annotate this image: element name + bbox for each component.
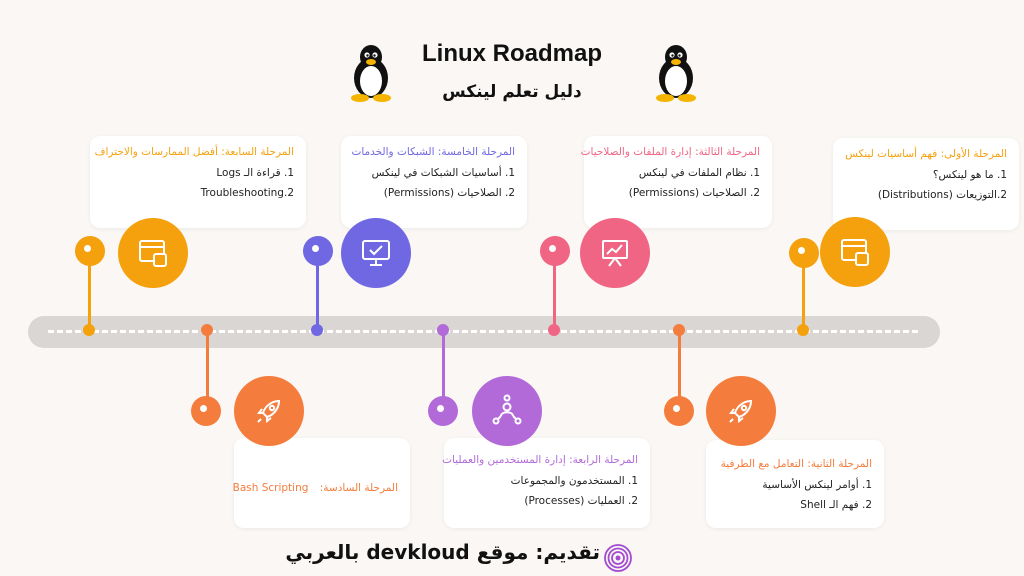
stage-6-title: المرحلة السادسة: bbox=[319, 482, 398, 494]
stage-1-track-dot bbox=[797, 324, 809, 336]
stage-7-track-dot bbox=[83, 324, 95, 336]
stage-6-title-row: المرحلة السادسة: Bash Scripting bbox=[233, 482, 398, 494]
stage-3-connector bbox=[553, 252, 556, 330]
network-people-icon bbox=[492, 394, 522, 425]
stage-5-icon-circle bbox=[341, 218, 411, 288]
stage-4-track-dot bbox=[437, 324, 449, 336]
stage-4-connector bbox=[442, 330, 445, 410]
stage-5-item-1: 1. أساسيات الشبكات في لينكس bbox=[371, 167, 515, 179]
stage-4-card: المرحلة الرابعة: إدارة المستخدمين والعمل… bbox=[442, 438, 650, 528]
stage-7-item-2: 2.Troubleshooting bbox=[200, 187, 294, 199]
stage-1-marker bbox=[789, 238, 819, 268]
stage-2-title: المرحلة الثانية: التعامل مع الطرفية bbox=[720, 458, 872, 470]
stage-1-item-2: 2.التوزيعات (Distributions) bbox=[877, 189, 1007, 201]
stage-3-item-2: 2. الصلاحيات (Permissions) bbox=[628, 187, 760, 199]
stage-4-marker bbox=[428, 396, 458, 426]
stage-2-item-1: 1. أوامر لينكس الأساسية bbox=[762, 479, 872, 491]
stage-5-card: المرحلة الخامسة: الشبكات والخدمات 1. أسا… bbox=[341, 136, 527, 228]
stage-1-icon-circle bbox=[820, 217, 890, 287]
stage-3-track-dot bbox=[548, 324, 560, 336]
rocket-icon bbox=[257, 399, 281, 423]
window-puzzle-icon bbox=[139, 240, 167, 267]
stage-5-item-2: 2. الصلاحيات (Permissions) bbox=[383, 187, 515, 199]
page-subtitle: دليل تعلم لينكس bbox=[442, 82, 582, 102]
stage-4-title: المرحلة الرابعة: إدارة المستخدمين والعمل… bbox=[442, 454, 638, 466]
stage-3-marker bbox=[540, 236, 570, 266]
rocket-icon bbox=[729, 399, 753, 423]
presentation-chart-icon bbox=[602, 240, 628, 267]
stage-1-card: المرحلة الأولى: فهم أساسيات لينكس 1. ما … bbox=[833, 138, 1019, 230]
stage-4-icon-circle bbox=[472, 376, 542, 446]
window-puzzle-icon bbox=[841, 239, 869, 266]
stage-6-card: المرحلة السادسة: Bash Scripting bbox=[233, 438, 410, 528]
stage-7-connector bbox=[88, 252, 91, 330]
stage-1-connector bbox=[802, 252, 805, 330]
stage-2-card: المرحلة الثانية: التعامل مع الطرفية 1. أ… bbox=[706, 440, 884, 528]
stage-6-connector bbox=[206, 330, 209, 410]
stage-3-card: المرحلة الثالثة: إدارة الملفات والصلاحيا… bbox=[580, 136, 772, 228]
stage-3-item-1: 1. نظام الملفات في لينكس bbox=[638, 167, 760, 179]
stage-2-icon-circle bbox=[706, 376, 776, 446]
stage-7-marker bbox=[75, 236, 105, 266]
stage-1-item-1: 1. ما هو لينكس؟ bbox=[932, 169, 1007, 181]
stage-5-title: المرحلة الخامسة: الشبكات والخدمات bbox=[351, 146, 515, 158]
stage-3-icon-circle bbox=[580, 218, 650, 288]
stage-3-title: المرحلة الثالثة: إدارة الملفات والصلاحيا… bbox=[580, 146, 760, 158]
footer-credit: تقديم: موقع devkloud بالعربي bbox=[285, 540, 600, 564]
stage-6-track-dot bbox=[201, 324, 213, 336]
stage-2-connector bbox=[678, 330, 681, 410]
stage-5-track-dot bbox=[311, 324, 323, 336]
stage-6-icon-circle bbox=[234, 376, 304, 446]
page-title: Linux Roadmap bbox=[421, 40, 602, 67]
stage-6-marker bbox=[191, 396, 221, 426]
stage-6-title-extra: Bash Scripting bbox=[232, 482, 309, 494]
stage-2-item-2: 2. فهم الـ Shell bbox=[800, 499, 872, 511]
stage-7-item-1: 1. قراءة الـ Logs bbox=[216, 167, 294, 179]
timeline-dashes bbox=[48, 330, 918, 333]
stage-7-card: المرحلة السابعة: أفضل الممارسات والاحترا… bbox=[90, 136, 306, 228]
penguin-icon bbox=[656, 45, 696, 102]
stage-7-title: المرحلة السابعة: أفضل الممارسات والاحترا… bbox=[94, 146, 294, 158]
stage-5-marker bbox=[303, 236, 333, 266]
stage-2-marker bbox=[664, 396, 694, 426]
spiral-logo bbox=[604, 544, 632, 572]
monitor-check-icon bbox=[362, 240, 390, 266]
stage-4-item-2: 2. العمليات (Processes) bbox=[524, 495, 638, 507]
stage-1-title: المرحلة الأولى: فهم أساسيات لينكس bbox=[845, 148, 1007, 160]
stage-4-item-1: 1. المستخدمون والمجموعات bbox=[510, 475, 638, 487]
stage-7-icon-circle bbox=[118, 218, 188, 288]
stage-5-connector bbox=[316, 252, 319, 330]
stage-2-track-dot bbox=[673, 324, 685, 336]
penguin-icon bbox=[351, 45, 391, 102]
